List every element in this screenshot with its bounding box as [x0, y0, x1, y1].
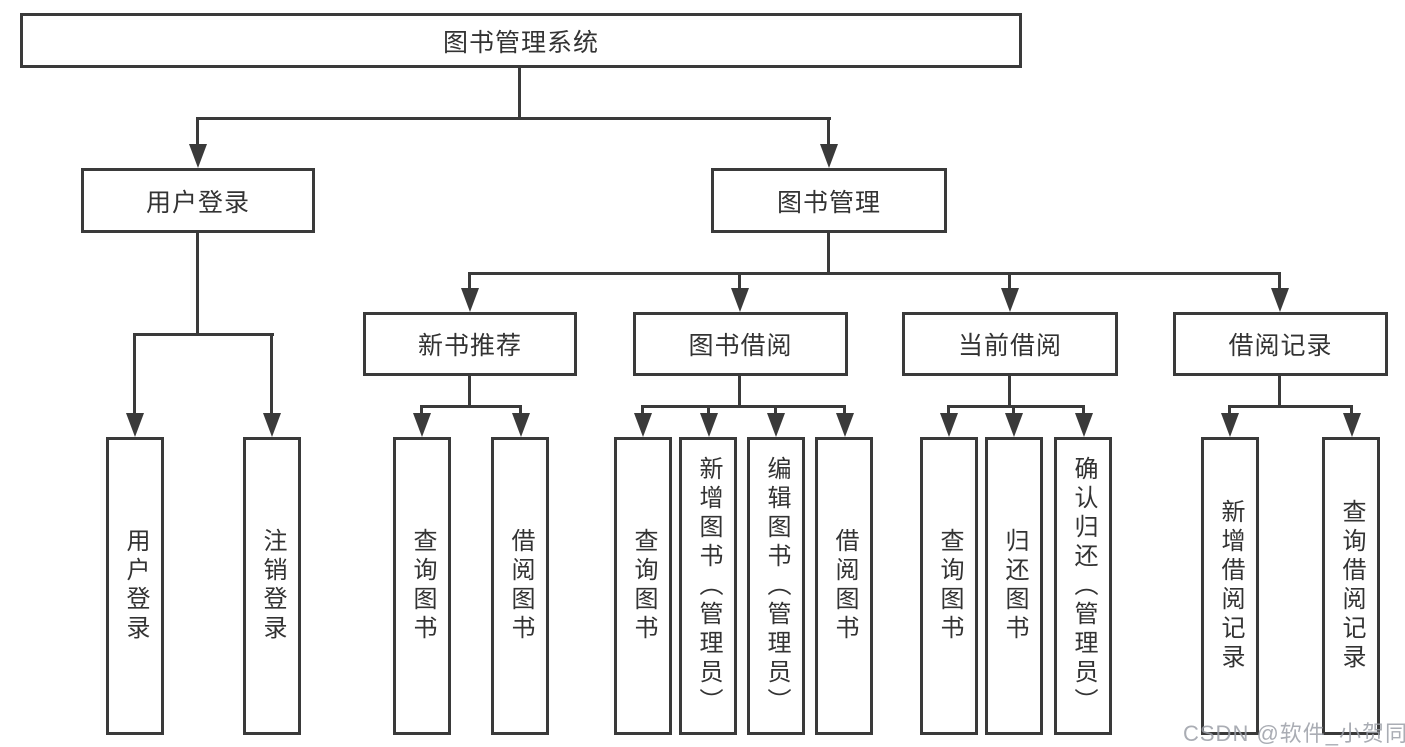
leaf-return-books: 归还图书: [985, 437, 1043, 735]
connector-stem: [641, 405, 644, 417]
connector-rail: [468, 272, 1281, 275]
node-label: 查询图书: [630, 528, 657, 644]
node-borrow-records: 借阅记录: [1173, 312, 1388, 376]
connector-stem: [947, 405, 950, 417]
arrowhead-down-icon: [413, 413, 431, 437]
leaf-query-books-current: 查询图书: [920, 437, 978, 735]
connector-stem: [270, 333, 273, 415]
connector-stem: [827, 233, 830, 274]
node-user-login: 用户登录: [81, 168, 315, 233]
connector-rail: [1228, 405, 1353, 408]
arrowhead-down-icon: [836, 413, 854, 437]
node-label: 借阅图书: [507, 528, 534, 644]
connector-stem: [1278, 375, 1281, 408]
arrowhead-down-icon: [1001, 288, 1019, 312]
arrowhead-down-icon: [767, 413, 785, 437]
leaf-logout: 注销登录: [243, 437, 301, 735]
node-label: 借阅图书: [831, 528, 858, 644]
connector-stem: [1228, 405, 1231, 417]
arrowhead-down-icon: [1271, 288, 1289, 312]
node-label: 查询图书: [409, 528, 436, 644]
connector-stem: [1278, 272, 1281, 291]
node-book-management: 图书管理: [711, 168, 947, 233]
connector-stem: [827, 117, 830, 147]
connector-stem: [468, 272, 471, 291]
node-label: 新增图书（管理员）: [695, 455, 722, 717]
arrowhead-down-icon: [126, 413, 144, 437]
connector-rail: [197, 117, 831, 120]
arrowhead-down-icon: [512, 413, 530, 437]
node-label: 编辑图书（管理员）: [763, 455, 790, 717]
connector-stem: [196, 233, 199, 335]
leaf-query-borrow-record: 查询借阅记录: [1322, 437, 1380, 735]
arrowhead-down-icon: [940, 413, 958, 437]
node-book-borrow: 图书借阅: [633, 312, 848, 376]
node-label: 注销登录: [259, 528, 286, 644]
connector-stem: [1082, 405, 1085, 417]
connector-rail: [420, 405, 522, 408]
connector-stem: [519, 405, 522, 417]
connector-rail: [641, 405, 846, 408]
arrowhead-down-icon: [1343, 413, 1361, 437]
csdn-watermark: CSDN @软件_小贺同学: [1183, 721, 1405, 746]
leaf-add-borrow-record: 新增借阅记录: [1201, 437, 1259, 735]
leaf-user-login: 用户登录: [106, 437, 164, 735]
node-label: 图书管理系统: [442, 28, 599, 57]
connector-stem: [1350, 405, 1353, 417]
node-label: 查询借阅记录: [1338, 499, 1365, 673]
arrowhead-down-icon: [820, 144, 838, 168]
leaf-query-books-borrow: 查询图书: [614, 437, 672, 735]
arrowhead-down-icon: [263, 413, 281, 437]
node-label: 查询图书: [936, 528, 963, 644]
connector-stem: [738, 272, 741, 291]
node-new-book-recommend: 新书推荐: [363, 312, 577, 376]
connector-rail: [947, 405, 1085, 408]
connector-stem: [1008, 272, 1011, 291]
connector-stem: [468, 376, 471, 408]
arrowhead-down-icon: [1221, 413, 1239, 437]
connector-stem: [1008, 375, 1011, 408]
arrowhead-down-icon: [1075, 413, 1093, 437]
node-label: 新书推荐: [417, 332, 522, 360]
node-label: 当前借阅: [957, 332, 1062, 360]
connector-stem: [133, 333, 136, 415]
node-label: 图书借阅: [688, 332, 793, 360]
node-current-borrow: 当前借阅: [902, 312, 1118, 376]
node-label: 借阅记录: [1228, 332, 1333, 360]
arrowhead-down-icon: [634, 413, 652, 437]
leaf-borrow-books-recommend: 借阅图书: [491, 437, 549, 735]
arrowhead-down-icon: [461, 288, 479, 312]
node-label: 用户登录: [145, 188, 250, 217]
node-root-library-system: 图书管理系统: [20, 13, 1022, 68]
connector-stem: [843, 405, 846, 417]
connector-stem: [518, 68, 521, 119]
leaf-confirm-return-admin: 确认归还（管理员）: [1054, 437, 1112, 735]
node-label: 新增借阅记录: [1217, 499, 1244, 673]
leaf-add-books-admin: 新增图书（管理员）: [679, 437, 737, 735]
connector-stem: [707, 405, 710, 417]
leaf-query-books-recommend: 查询图书: [393, 437, 451, 735]
arrowhead-down-icon: [1005, 413, 1023, 437]
connector-stem: [1012, 405, 1015, 417]
leaf-edit-books-admin: 编辑图书（管理员）: [747, 437, 805, 735]
connector-stem: [196, 117, 199, 147]
leaf-borrow-books: 借阅图书: [815, 437, 873, 735]
node-label: 归还图书: [1001, 528, 1028, 644]
arrowhead-down-icon: [189, 144, 207, 168]
node-label: 用户登录: [122, 528, 149, 644]
connector-stem: [420, 405, 423, 417]
connector-stem: [738, 376, 741, 408]
node-label: 确认归还（管理员）: [1070, 455, 1097, 717]
arrowhead-down-icon: [700, 413, 718, 437]
connector-rail: [133, 333, 274, 336]
connector-stem: [774, 405, 777, 417]
arrowhead-down-icon: [731, 288, 749, 312]
node-label: 图书管理: [776, 188, 881, 217]
